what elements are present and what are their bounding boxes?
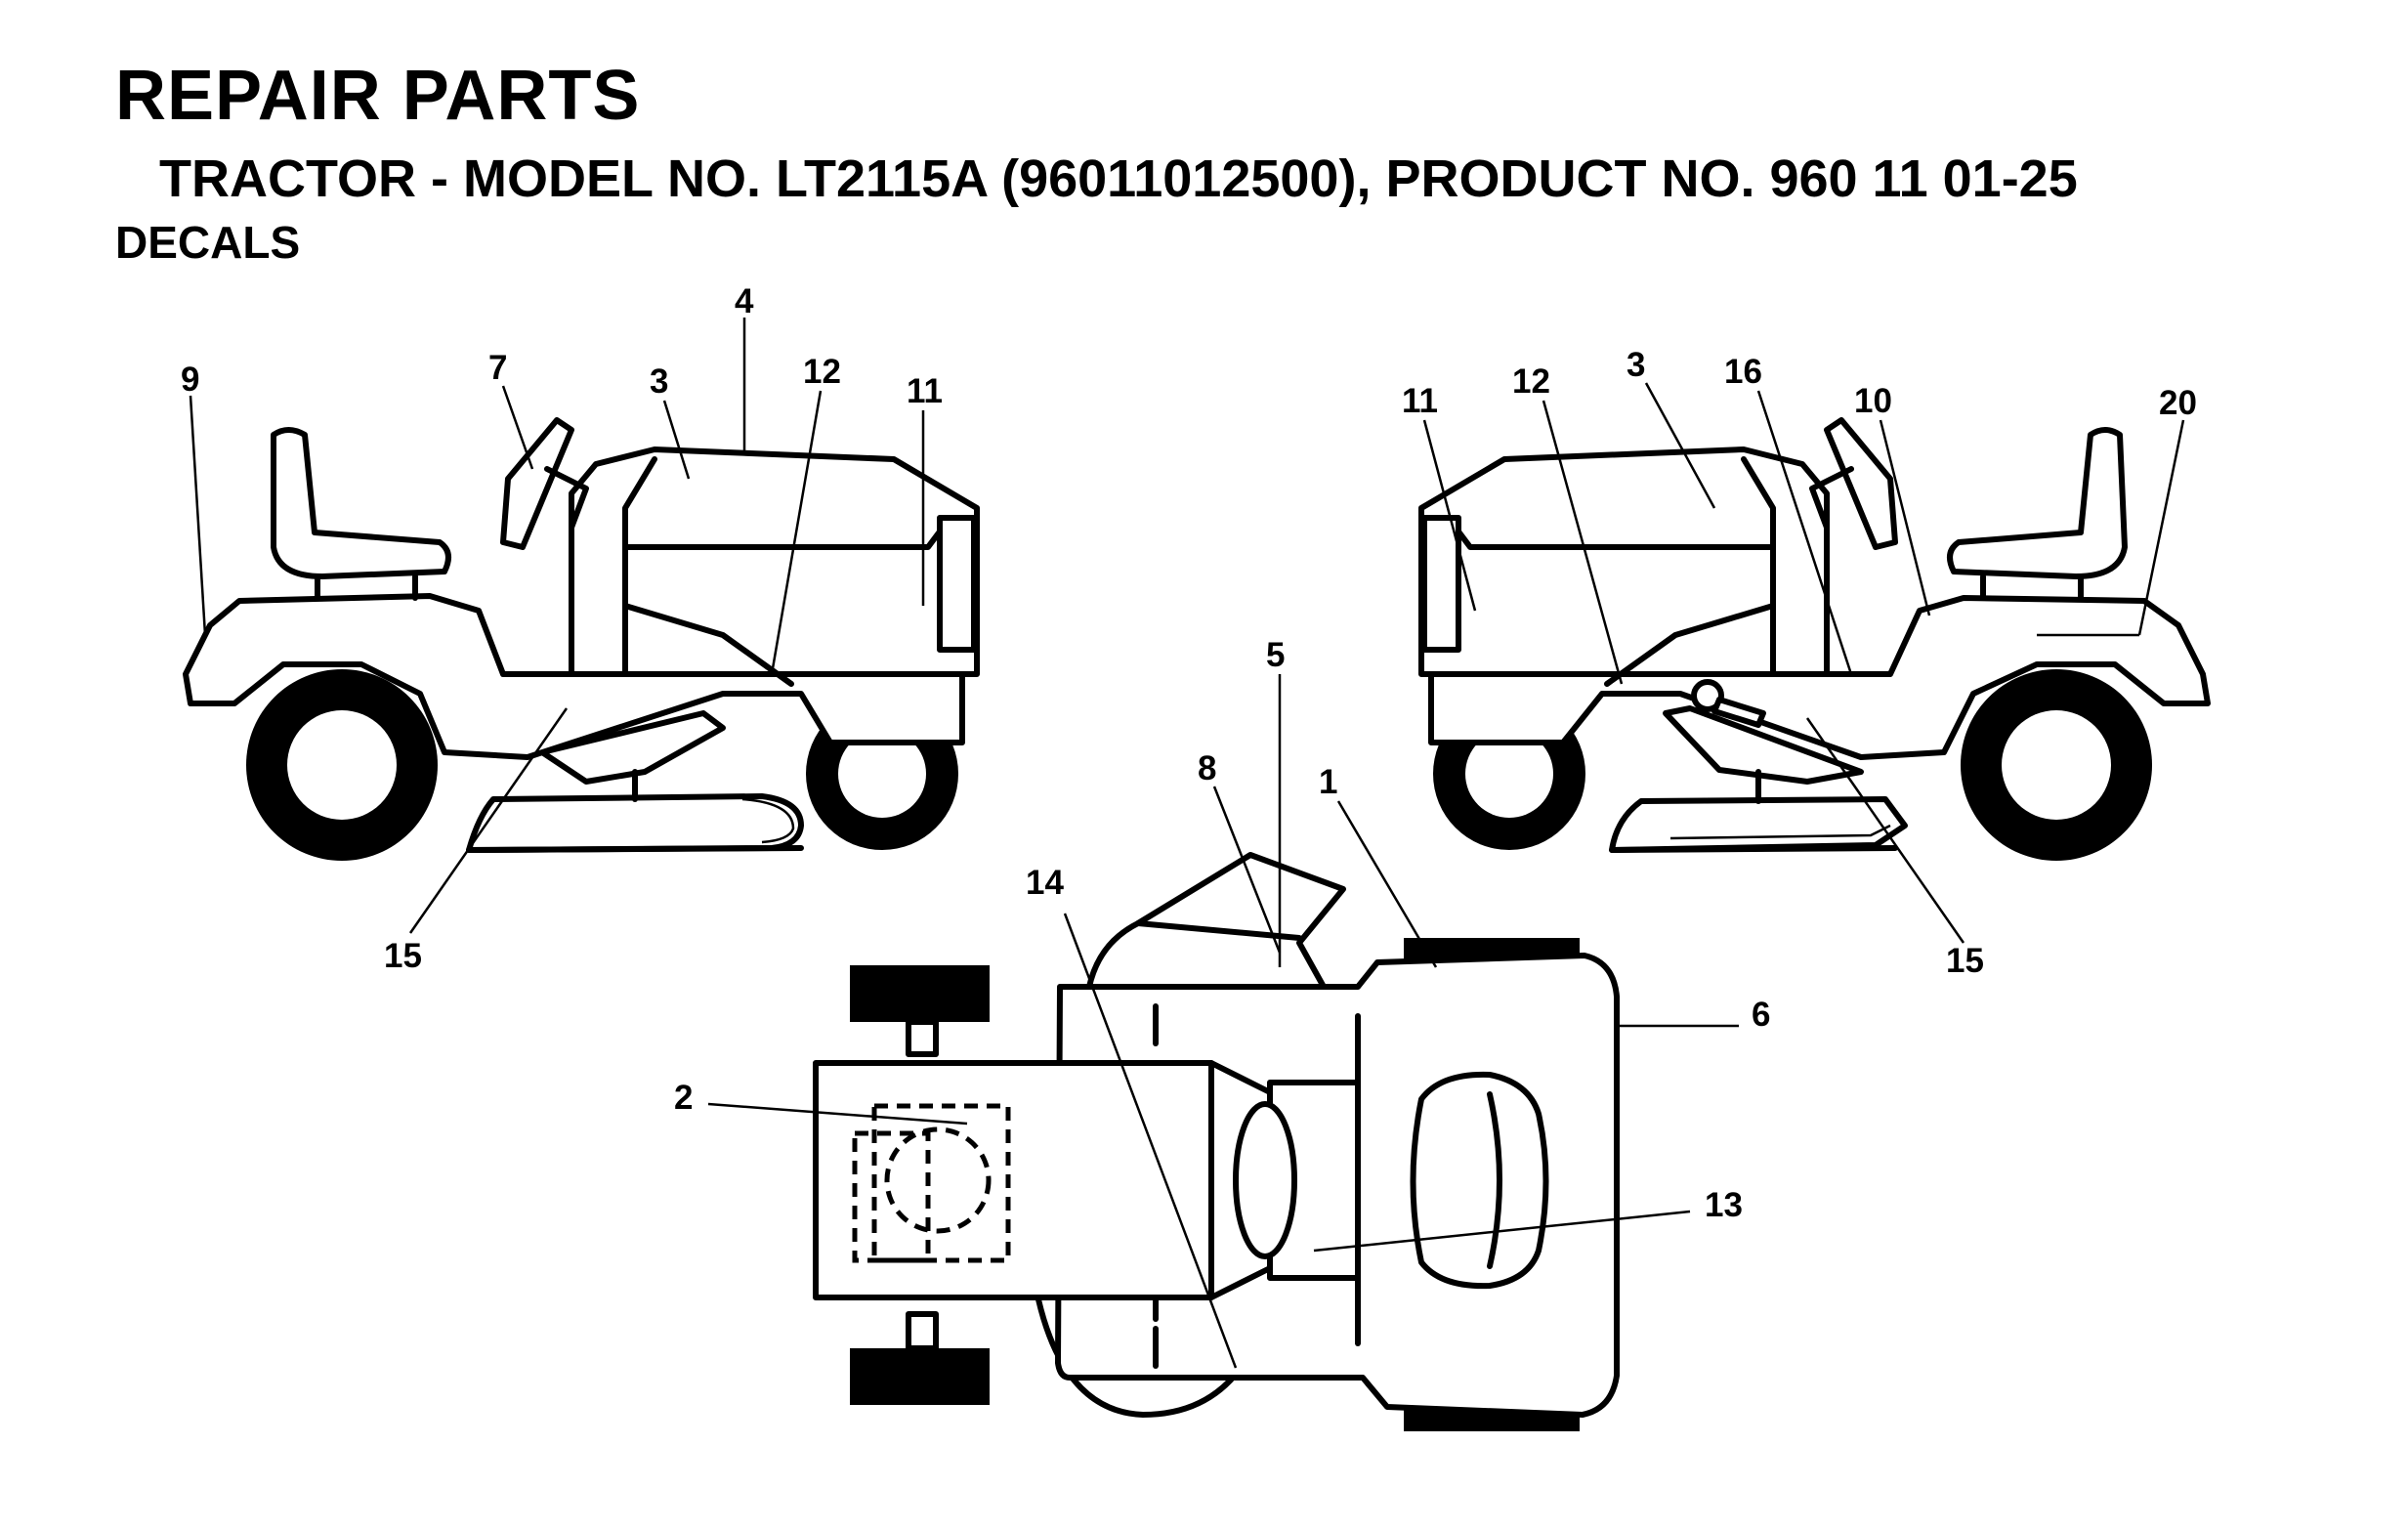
- callout-20-right: 20: [2159, 384, 2197, 422]
- callout-11-right: 11: [1402, 382, 1438, 420]
- callout-9-left: 9: [181, 361, 199, 399]
- callout-3-right: 3: [1626, 346, 1645, 384]
- callout-10-right: 10: [1854, 382, 1892, 420]
- callout-1-top: 1: [1319, 763, 1337, 801]
- callout-13-top: 13: [1705, 1186, 1743, 1224]
- callout-14-top: 14: [1026, 864, 1064, 902]
- tractor-left-view: [183, 417, 980, 861]
- tractor-top-view: [813, 852, 1620, 1431]
- model-subtitle: TRACTOR - MODEL NO. LT2115A (96011012500…: [159, 149, 2078, 208]
- callout-6-top: 6: [1752, 996, 1770, 1034]
- callout-15-right: 15: [1946, 942, 1984, 980]
- page-title: REPAIR PARTS: [115, 57, 641, 135]
- callout-5-top: 5: [1266, 636, 1285, 674]
- callout-7-left: 7: [488, 349, 507, 387]
- tractor-right-view: [1418, 417, 2211, 861]
- callout-15-left: 15: [384, 937, 422, 975]
- callout-8-top: 8: [1198, 749, 1216, 787]
- callout-4-left: 4: [735, 282, 754, 320]
- callout-11-left: 11: [907, 372, 943, 410]
- callout-labels-left: 9 7 3 4 12 11 15: [181, 282, 943, 975]
- section-heading: DECALS: [115, 217, 301, 268]
- callout-12-right: 12: [1512, 362, 1550, 401]
- callout-16-right: 16: [1724, 353, 1762, 391]
- callout-2-top: 2: [674, 1079, 693, 1117]
- leader-lines: [189, 318, 2185, 1369]
- callout-labels-right: 11 12 3 16 10 20 15: [1402, 346, 2197, 980]
- callout-3-left: 3: [650, 362, 668, 401]
- callout-labels-top: 5 8 1 14 6 2 13: [674, 636, 1770, 1224]
- callout-12-left: 12: [803, 353, 841, 391]
